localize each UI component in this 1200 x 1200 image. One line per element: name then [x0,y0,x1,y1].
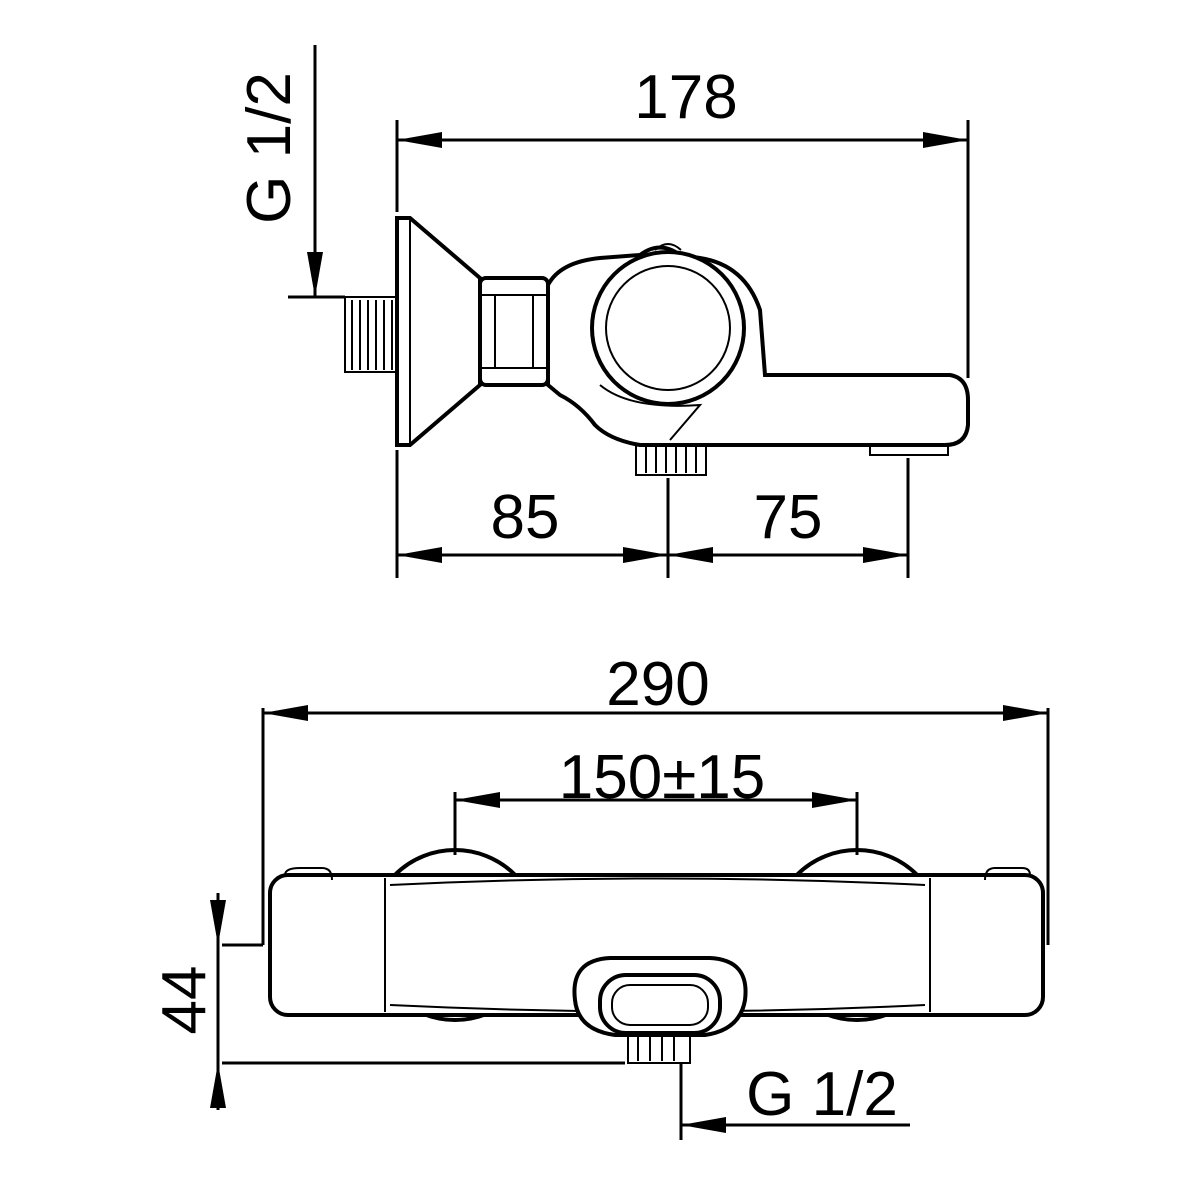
dimension-inlet-thread: G 1/2 [235,45,345,299]
dimension-label-85: 85 [491,483,560,552]
connection-nut [478,276,550,387]
dimension-label-150: 150±15 [559,743,765,812]
outlet-front [572,956,748,1064]
dimension-label-75: 75 [754,483,823,552]
dimension-label-178: 178 [634,63,737,132]
dimension-label-inlet-thread: G 1/2 [235,72,304,224]
front-view: 290 150±15 44 G 1/2 [150,650,1050,1140]
inlet-thread-stub [344,296,398,373]
dimension-44: 44 [150,893,625,1110]
dimension-label-290: 290 [606,650,709,719]
dimension-150: 150±15 [453,743,859,855]
dimension-outlet-thread: G 1/2 [679,1060,910,1140]
dimension-290: 290 [261,650,1050,945]
dimension-label-44: 44 [150,966,219,1035]
side-view: 178 G 1/2 85 75 [235,45,970,578]
spout-outlet [869,444,949,456]
thermostat-knob-side [590,250,746,406]
dimension-label-outlet-thread: G 1/2 [746,1060,898,1129]
wall-escutcheon [395,216,482,447]
outlet-thread-side [635,444,707,476]
dimension-85-75: 85 75 [395,450,910,578]
dimension-178: 178 [395,63,970,378]
